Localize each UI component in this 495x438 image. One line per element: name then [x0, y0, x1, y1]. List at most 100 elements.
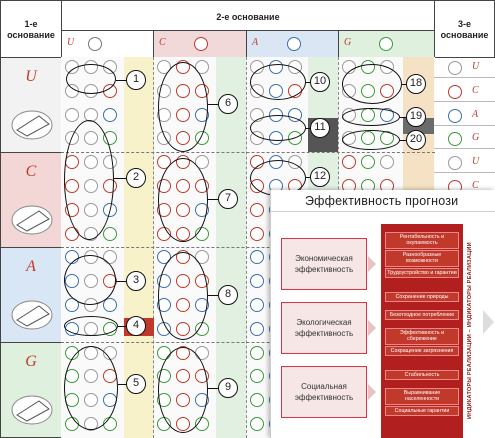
arrow-right-icon	[368, 256, 376, 272]
third-base-cell: G	[434, 129, 495, 150]
codon-group-outline	[250, 64, 306, 100]
nucleotide-icon	[88, 37, 102, 51]
nucleotide-icon	[250, 250, 264, 265]
nucleotide-icon	[380, 155, 394, 170]
nucleotide-icon	[195, 155, 209, 170]
callout-leader	[208, 104, 218, 105]
nucleotide-icon	[194, 37, 208, 51]
indicator-item: Рентабельность и окупаемость	[385, 232, 459, 249]
third-base-letter: G	[472, 132, 480, 144]
codon-group-outline	[158, 158, 208, 242]
subheader-g: G	[338, 30, 435, 58]
group-number-4: 4	[126, 316, 146, 336]
row-letter: U	[25, 68, 37, 85]
nucleotide-icon	[287, 37, 301, 51]
callout-leader	[116, 80, 126, 81]
subheader-letter: C	[159, 37, 166, 48]
callout-leader	[400, 117, 406, 118]
nucleotide-icon	[250, 298, 264, 312]
efficiency-panel: Эффективность прогнози Экономическая эфф…	[270, 190, 495, 438]
subheader-a: A	[246, 30, 339, 58]
nucleotide-icon	[250, 321, 264, 336]
callout-leader	[306, 82, 310, 83]
row-label-c: C	[0, 152, 62, 248]
codon-group-outline	[342, 64, 402, 104]
group-number-5: 5	[126, 374, 146, 394]
group-number-19: 19	[406, 107, 426, 127]
header-second-base: 2-е основание	[61, 0, 435, 31]
nucleotide-icon	[65, 107, 79, 122]
third-base-letter: A	[472, 108, 479, 120]
third-base-cell: U	[434, 153, 495, 174]
group-number-8: 8	[218, 285, 238, 305]
indicators-vertical-label: ИНДИКАТОРЫ РЕАЛИЗАЦИИ – ИНДИКАТОРЫ РЕАЛИ…	[467, 242, 473, 420]
third-base-cell: A	[434, 106, 495, 126]
codon-group-outline	[64, 346, 118, 430]
group-number-1: 1	[126, 70, 146, 90]
group-number-9: 9	[218, 378, 238, 398]
nucleotide-icon	[448, 84, 462, 99]
nucleotide-icon	[448, 61, 462, 75]
ribosome-sketch-icon	[11, 300, 53, 330]
nucleotide-icon	[195, 60, 209, 74]
third-base-letter: C	[472, 180, 479, 191]
callout-leader	[208, 199, 218, 200]
arrow-right-icon	[483, 310, 494, 334]
codon-group-outline	[250, 115, 306, 141]
codon-group-outline	[158, 62, 208, 152]
callout-leader	[114, 178, 126, 179]
arrow-right-icon	[368, 320, 376, 336]
callout-leader	[306, 177, 310, 178]
codon-group-outline	[342, 130, 400, 150]
nucleotide-icon	[250, 369, 264, 384]
indicator-item: Трудоустройство и гарантии	[385, 268, 459, 279]
callout-leader	[208, 388, 218, 389]
ribosome-sketch-icon	[11, 110, 53, 140]
nucleotide-icon	[250, 393, 264, 408]
group-number-11: 11	[310, 118, 330, 138]
nucleotide-icon	[250, 417, 264, 431]
subheader-letter: G	[344, 37, 352, 48]
callout-leader	[118, 326, 126, 327]
indicator-item: Стабильность	[385, 370, 459, 381]
social-efficiency-box: Социальная эффективность	[281, 366, 367, 418]
header-third-base: 3-е основание	[434, 0, 495, 58]
arrow-right-icon	[368, 384, 376, 400]
subheader-letter: A	[252, 37, 259, 48]
callout-leader	[118, 384, 126, 385]
callout-leader	[208, 295, 218, 296]
nucleotide-icon	[342, 155, 356, 170]
row-divider	[61, 342, 435, 343]
third-base-cell: U	[434, 58, 495, 78]
ribosome-sketch-icon	[11, 395, 53, 425]
nucleotide-icon	[250, 202, 264, 217]
callout-leader	[306, 128, 310, 129]
row-divider	[61, 247, 435, 248]
group-number-18: 18	[406, 74, 426, 94]
group-number-12: 12	[310, 167, 330, 187]
third-base-letter: U	[472, 156, 480, 168]
codon-group-outline	[64, 255, 116, 305]
row-label-g: G	[0, 342, 62, 438]
nucleotide-icon	[448, 156, 462, 171]
group-number-7: 7	[218, 189, 238, 209]
codon-group-outline	[64, 120, 114, 240]
row-label-a: A	[0, 247, 62, 343]
callout-leader	[116, 281, 126, 282]
nucleotide-icon	[103, 298, 117, 312]
ecological-efficiency-box: Экологическая эффективность	[281, 302, 367, 354]
row-letter: C	[25, 163, 37, 180]
nucleotide-icon	[250, 345, 264, 360]
group-number-20: 20	[406, 130, 426, 150]
ribosome-sketch-icon	[11, 205, 53, 235]
indicator-item: Выравнивание населенности	[385, 388, 459, 405]
codon-group-outline	[66, 64, 116, 94]
group-number-3: 3	[126, 271, 146, 291]
codon-group-outline	[64, 316, 118, 336]
subheader-letter: U	[67, 37, 75, 48]
nucleotide-icon	[250, 274, 264, 289]
callout-leader	[402, 84, 406, 85]
panel-title: Эффективность прогнози	[271, 190, 495, 212]
row-letter: A	[26, 258, 36, 275]
indicator-item: Сохранение природы	[385, 292, 459, 303]
